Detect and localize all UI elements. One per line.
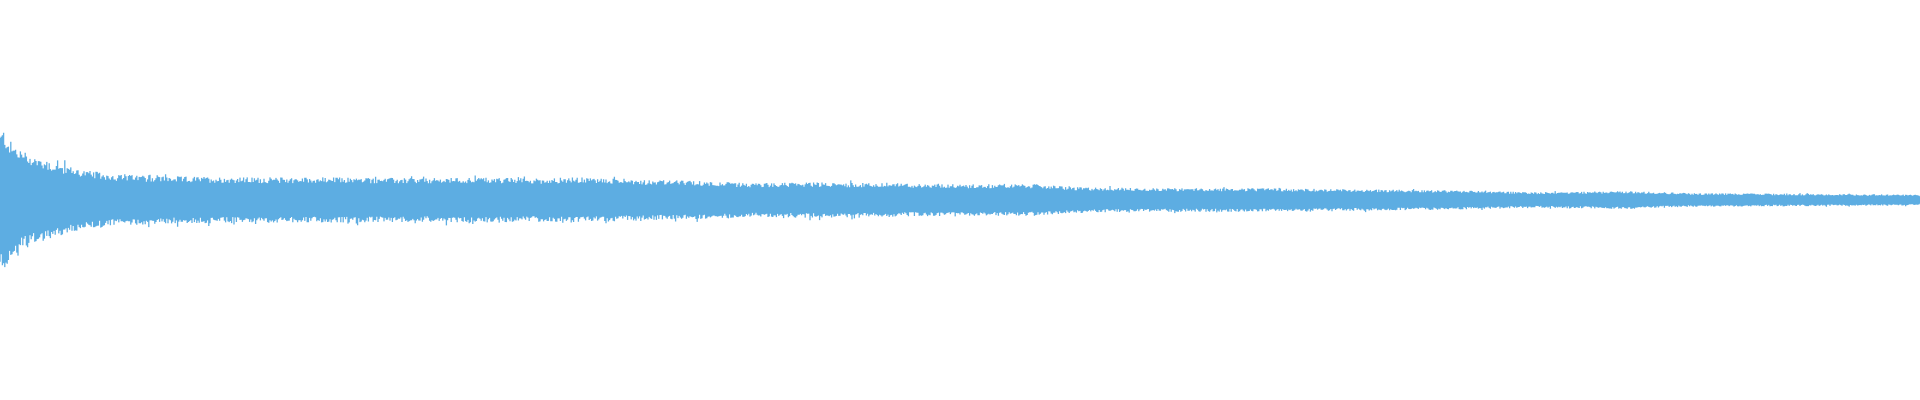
waveform-bars [0, 132, 1920, 268]
waveform-trace [0, 132, 1920, 268]
